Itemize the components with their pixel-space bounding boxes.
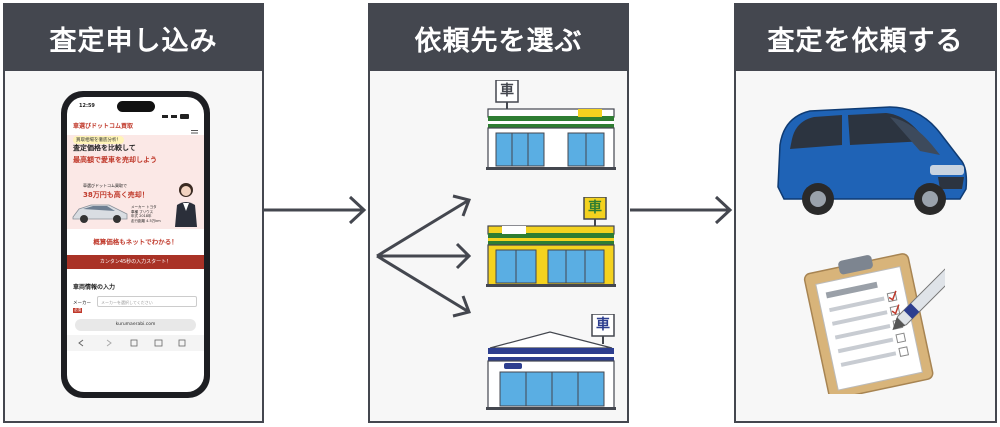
staff-person-icon — [175, 183, 197, 227]
minivan-car-icon — [777, 106, 968, 215]
phone-time: 12:59 — [79, 103, 95, 109]
store-1-sign: 車 — [500, 83, 514, 99]
hero-headline-2: 最高額で愛車を売却しよう — [73, 156, 157, 164]
start-input-button[interactable]: カンタン45秒の入力スタート！ — [67, 255, 204, 269]
arrow-right-icon — [264, 195, 367, 225]
step-2-panel: 依頼先を選ぶ — [368, 3, 629, 423]
branch-arrows-icon — [376, 194, 472, 318]
vehicle-info-title: 車両情報の入力 — [73, 284, 116, 291]
phone-screen: 12:59 車選びドットコム買取 買取相場を徹底分析！ 査定価格を比較して 最高… — [67, 97, 204, 392]
dealer-store-2-icon: 車 — [486, 196, 616, 289]
status-icons — [162, 104, 190, 119]
browser-toolbar — [67, 335, 204, 351]
analysis-badge: 買取相場を徹底分析！ — [73, 136, 124, 144]
smartphone-illustration: 12:59 車選びドットコム買取 買取相場を徹底分析！ 査定価格を比較して 最高… — [61, 91, 210, 398]
dynamic-island — [117, 101, 155, 112]
maker-field-label: メーカー — [73, 301, 91, 306]
maker-select[interactable]: メーカーを選択してください — [97, 296, 197, 307]
arrow-right-icon — [630, 195, 733, 225]
store-3-sign: 車 — [596, 317, 610, 333]
share-icon — [130, 339, 138, 347]
dealer-store-1-icon: 車 — [486, 79, 616, 172]
store-2-sign: 車 — [588, 200, 602, 216]
required-badge: 必須 — [73, 308, 82, 313]
step-2-title: 依頼先を選ぶ — [370, 5, 627, 71]
hero-headline-1: 査定価格を比較して — [73, 144, 136, 152]
forward-icon — [106, 339, 112, 347]
bookmarks-icon — [154, 339, 163, 347]
prius-car-icon — [72, 204, 128, 223]
tabs-icon — [178, 339, 186, 347]
hero-banner: 買取相場を徹底分析！ 査定価格を比較して 最高額で愛車を売却しよう 車選びドット… — [67, 135, 204, 229]
url-bar[interactable]: kurumaerabi.com — [75, 319, 196, 331]
estimate-banner: 概算価格もネットでわかる！ — [67, 232, 204, 252]
dealer-store-3-icon: 車 — [486, 313, 616, 412]
menu-icon[interactable] — [191, 121, 198, 136]
compare-note: 車選びドットコム買取で — [83, 183, 127, 188]
price-highlight: 38万円も高く売却！ — [83, 191, 149, 199]
car-spec-table: メーカー トヨタ 車種 プリウス 年式 2018年 走行距離 4.5万km — [131, 205, 161, 223]
site-logo: 車選びドットコム買取 — [73, 123, 134, 130]
checklist-clipboard-icon — [803, 253, 945, 394]
step-1-panel: 査定申し込み 12:59 車選びドットコム買取 買取相場を徹底分析！ 査定価格を… — [3, 3, 264, 423]
step-3-title: 査定を依頼する — [736, 5, 995, 71]
back-icon — [78, 339, 84, 347]
step-1-title: 査定申し込み — [5, 5, 262, 71]
